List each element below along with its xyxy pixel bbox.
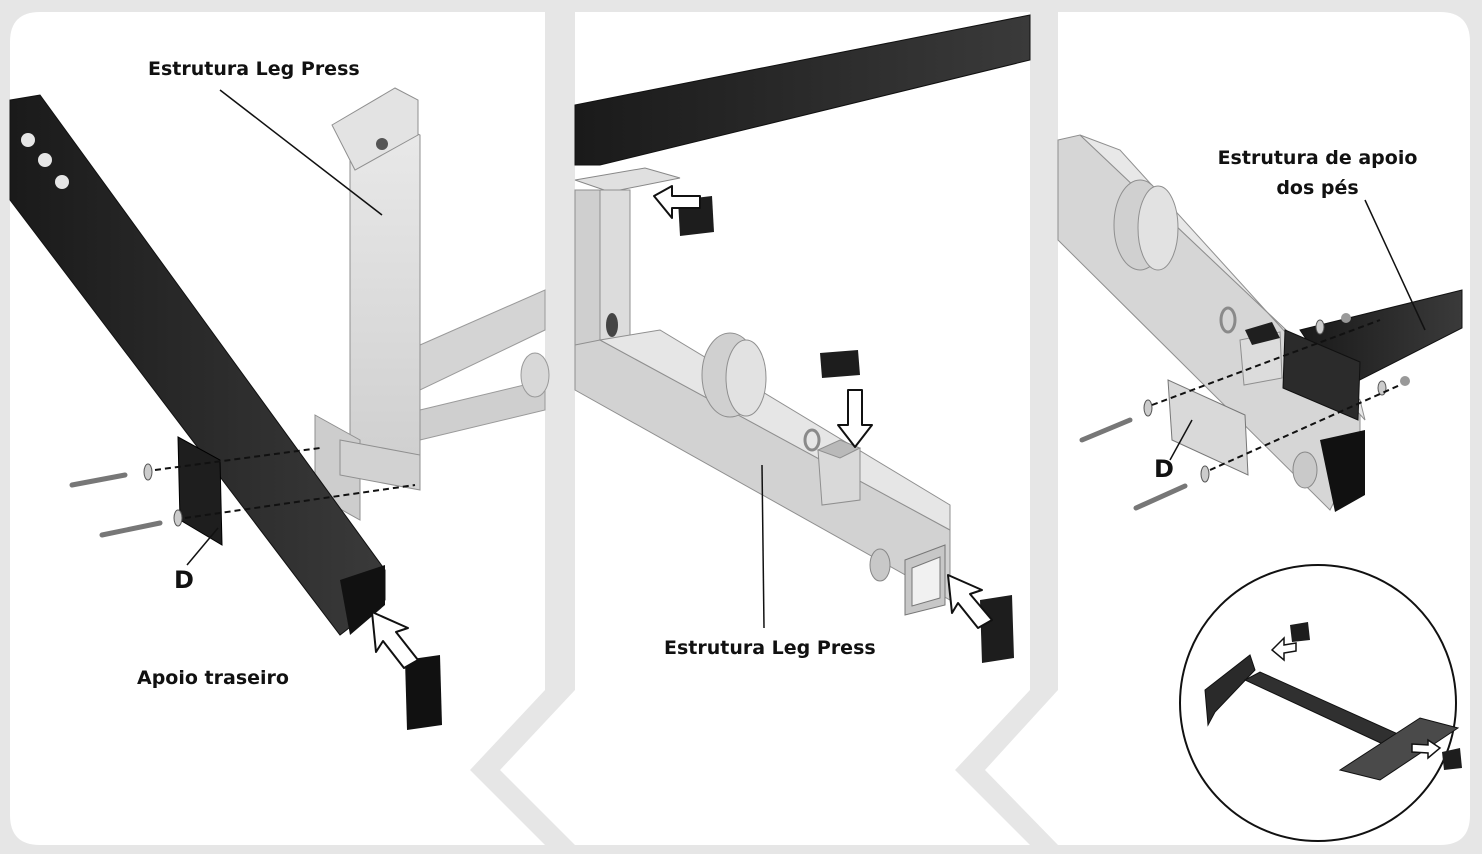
panel-1-rear-support-label: Apoio traseiro [137,667,289,689]
panel-1-drawing [9,87,550,730]
panel-1-part-letter: D [174,566,194,594]
panel-1-structure-label: Estrutura Leg Press [148,58,360,80]
panel-3-foot-support-label-line2: dos pés [1276,177,1359,199]
panel-3-drawing [1057,134,1463,512]
detail-inset [1179,564,1462,842]
panel-3-foot-support-label-line1: Estrutura de apoio [1217,147,1418,169]
panel-3-part-letter: D [1154,455,1174,483]
panel-2-structure-label: Estrutura Leg Press [664,637,876,659]
panel-2-drawing [574,14,1031,663]
